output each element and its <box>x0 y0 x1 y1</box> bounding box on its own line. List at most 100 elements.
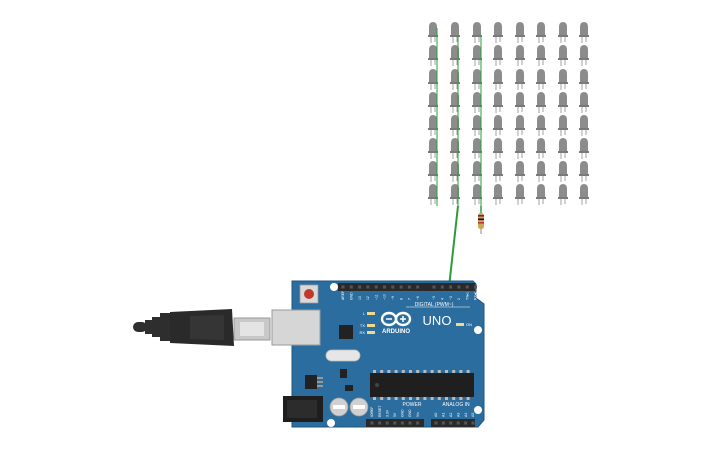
led[interactable] <box>472 138 482 159</box>
led[interactable] <box>450 45 460 66</box>
led[interactable] <box>579 184 589 205</box>
led[interactable] <box>558 115 568 136</box>
led[interactable] <box>536 115 546 136</box>
led[interactable] <box>472 92 482 113</box>
led[interactable] <box>428 45 438 66</box>
led[interactable] <box>579 22 589 43</box>
digital-pin-label: TX▸1 <box>465 292 469 300</box>
led[interactable] <box>536 161 546 182</box>
led[interactable] <box>515 69 525 90</box>
led[interactable] <box>536 45 546 66</box>
on-label: ON <box>466 322 472 327</box>
power-pin-label: Vin <box>416 412 420 417</box>
led[interactable] <box>472 161 482 182</box>
analog-header-label: ANALOG IN <box>442 402 470 408</box>
wire-group[interactable] <box>448 205 482 288</box>
power-pin-label: GND <box>401 409 405 417</box>
led[interactable] <box>579 115 589 136</box>
led[interactable] <box>579 138 589 159</box>
led[interactable] <box>515 138 525 159</box>
led[interactable] <box>493 161 503 182</box>
status-leds: L TX RX <box>359 311 375 335</box>
led[interactable] <box>536 138 546 159</box>
led[interactable] <box>428 22 438 43</box>
led[interactable] <box>472 184 482 205</box>
led[interactable] <box>515 184 525 205</box>
led[interactable] <box>558 92 568 113</box>
reset-button[interactable] <box>299 284 319 304</box>
led-matrix[interactable] <box>428 22 589 206</box>
led[interactable] <box>450 138 460 159</box>
digital-pin-label: ~3 <box>449 296 453 300</box>
led[interactable] <box>558 184 568 205</box>
led[interactable] <box>428 184 438 205</box>
led[interactable] <box>515 115 525 136</box>
led-label-l: L <box>363 311 366 316</box>
led[interactable] <box>428 69 438 90</box>
usb-chip <box>339 325 353 339</box>
led[interactable] <box>579 69 589 90</box>
usb-cable[interactable] <box>133 309 271 346</box>
led[interactable] <box>515 92 525 113</box>
led[interactable] <box>472 45 482 66</box>
led[interactable] <box>493 138 503 159</box>
led[interactable] <box>579 161 589 182</box>
led[interactable] <box>450 184 460 205</box>
led[interactable] <box>493 115 503 136</box>
led[interactable] <box>428 161 438 182</box>
power-led <box>456 323 464 326</box>
usb-port[interactable] <box>271 309 321 346</box>
led[interactable] <box>450 22 460 43</box>
digital-header-label: DIGITAL (PWM~) <box>415 302 454 308</box>
led[interactable] <box>558 138 568 159</box>
led[interactable] <box>536 184 546 205</box>
led[interactable] <box>472 22 482 43</box>
digital-pin-label: 8 <box>399 298 403 300</box>
digital-pin-label: 12 <box>366 296 370 300</box>
led[interactable] <box>536 92 546 113</box>
led[interactable] <box>493 92 503 113</box>
power-pin-label: 3.3V <box>385 409 389 417</box>
led[interactable] <box>472 115 482 136</box>
led[interactable] <box>579 92 589 113</box>
power-jack[interactable] <box>283 396 323 422</box>
led[interactable] <box>493 69 503 90</box>
led[interactable] <box>428 115 438 136</box>
wire-row-1[interactable] <box>448 205 459 288</box>
led[interactable] <box>558 69 568 90</box>
analog-header[interactable] <box>431 419 475 427</box>
mounting-hole <box>474 406 482 414</box>
led[interactable] <box>493 184 503 205</box>
digital-pin-label: 7 <box>408 298 412 300</box>
led[interactable] <box>472 69 482 90</box>
led[interactable] <box>428 138 438 159</box>
led[interactable] <box>579 45 589 66</box>
led[interactable] <box>536 22 546 43</box>
led[interactable] <box>493 45 503 66</box>
digital-pin-label: 13 <box>358 296 362 300</box>
led[interactable] <box>428 92 438 113</box>
led[interactable] <box>450 161 460 182</box>
led[interactable] <box>558 22 568 43</box>
led[interactable] <box>536 69 546 90</box>
digital-header[interactable] <box>338 283 475 291</box>
led[interactable] <box>450 115 460 136</box>
led[interactable] <box>515 45 525 66</box>
led[interactable] <box>493 22 503 43</box>
led[interactable] <box>450 92 460 113</box>
led[interactable] <box>558 161 568 182</box>
resistor[interactable] <box>478 211 484 234</box>
arduino-brand-label: ARDUINO <box>382 329 410 335</box>
power-pin-label: GND <box>408 409 412 417</box>
power-pin-label: IOREF <box>370 407 374 417</box>
led[interactable] <box>515 161 525 182</box>
analog-pin-label: A0 <box>434 413 438 417</box>
led[interactable] <box>558 45 568 66</box>
crystal-oscillator <box>325 349 361 362</box>
led[interactable] <box>515 22 525 43</box>
led[interactable] <box>450 69 460 90</box>
digital-pin-label: AREF <box>341 291 345 300</box>
